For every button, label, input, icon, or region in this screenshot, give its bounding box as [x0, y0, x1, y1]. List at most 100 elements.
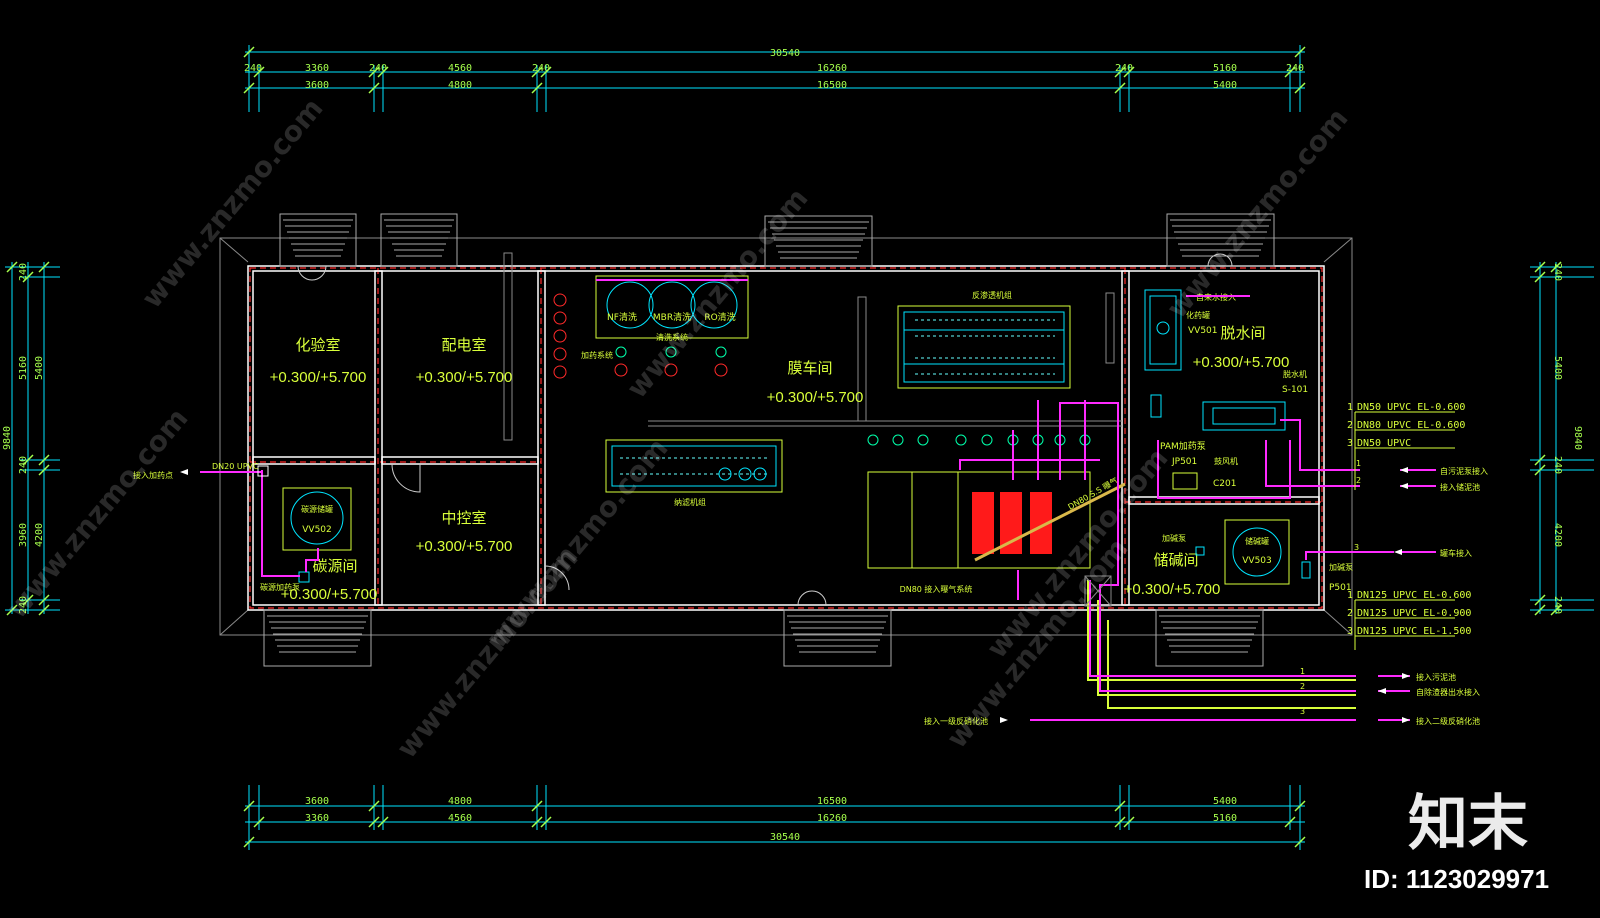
dim-top-r1-7: 5160 [1213, 63, 1237, 74]
ro-label: RO清洗 [704, 311, 735, 323]
dim-left-r1-1: 3960 [18, 523, 29, 547]
watermark-site-4: www.znzmo.com [0, 402, 194, 625]
blower-label: 鼓风机 [1214, 456, 1238, 466]
pipe-top-spec-0: DN50 UPVC EL-0.600 [1357, 402, 1465, 413]
room-storage-level: +0.300/+5.700 [1124, 581, 1221, 598]
out-target-1: 自除渣器出水接入 [1416, 687, 1480, 697]
dim-top-r2-0: 3600 [305, 80, 329, 91]
c201-tag: C201 [1213, 479, 1236, 489]
pipe-bot-spec-2: DN125 UPVC EL-1.500 [1357, 626, 1471, 637]
pipe-bot-spec-0: DN125 UPVC EL-0.600 [1357, 590, 1471, 601]
connect-dosing-point: 接入加药点 [133, 470, 173, 480]
pipe-bot-num-2: 3 [1347, 626, 1353, 637]
pipe-top-num-0: 1 [1347, 402, 1353, 413]
dim-left-r2-1: 4200 [34, 523, 45, 547]
storage-pump-label: 加碱泵 [1329, 562, 1353, 572]
cleaning-tanks: NF清洗 MBR清洗 RO清洗 清洗系统 [595, 275, 749, 342]
membrane-pumps [867, 434, 1091, 446]
dim-top-r1-8: 240 [1286, 63, 1304, 74]
out-target-0: 接入污泥池 [1416, 672, 1456, 682]
image-id: ID: 1123029971 [1364, 864, 1549, 894]
alkali-pump-label: 加碱泵 [1162, 533, 1186, 543]
dim-left-small-2: 240 [18, 596, 29, 614]
pipe-bot-spec-1: DN125 UPVC EL-0.900 [1357, 608, 1471, 619]
jp501-tag: JP501 [1171, 457, 1197, 467]
dn80-aeration-label: DN80 接入曝气系统 [900, 584, 973, 594]
dosing-system-label: 加药系统 [581, 350, 613, 360]
pipe-top-target-1: 接入储泥池 [1440, 482, 1480, 492]
nf-label: NF清洗 [607, 311, 637, 323]
p501-tag: P501 [1329, 583, 1352, 593]
pipe-bot-num-1: 2 [1347, 608, 1353, 619]
dewater-room-equipment: 化药罐 VV501 自来水接入 脱水机 S-101 PAM加药泵 JP501 鼓… [1144, 289, 1360, 499]
bottom-dimension-lines: 3600 4800 16500 5400 3360 4560 16260 516… [243, 785, 1306, 850]
vv502-tag: VV502 [302, 525, 332, 535]
vv502-title: 碳源储罐 [301, 504, 333, 514]
dim-right-small-2: 240 [1552, 596, 1563, 614]
dim-right-total: 9840 [1572, 426, 1583, 450]
pipe-top-num-2b: 2 [1356, 476, 1361, 485]
room-power-name: 配电室 [441, 336, 486, 354]
louver-top-1 [279, 213, 357, 267]
louver-top-4 [1166, 213, 1275, 267]
dim-bot-r2-0: 3360 [305, 813, 329, 824]
nf-unit-label: 纳滤机组 [674, 497, 706, 507]
room-storage-name: 储碱间 [1153, 551, 1198, 569]
out-target-2: 接入二级反硝化池 [1416, 716, 1480, 726]
ro-unit-label: 反渗透机组 [972, 290, 1012, 300]
dim-top-r2-1: 4800 [448, 80, 472, 91]
room-dewater-name: 脱水间 [1220, 324, 1265, 342]
out-num-0: 1 [1300, 667, 1305, 676]
room-lab-level: +0.300/+5.700 [270, 369, 367, 386]
nf-unit: 纳滤机组 [605, 439, 783, 507]
louver-bot-2 [783, 609, 892, 667]
mbr-label: MBR清洗 [653, 311, 691, 323]
logo-text: 知末 [1408, 789, 1528, 859]
dim-left-small-0: 240 [18, 263, 29, 281]
dn20-label: DN20 UPVC [212, 462, 259, 471]
room-membrane-name: 膜车间 [787, 359, 832, 377]
pipe-top-num-2: 3 [1347, 438, 1353, 449]
room-lab-name: 化验室 [295, 336, 340, 354]
watermark-site-1: www.znzmo.com [135, 92, 329, 315]
dim-right-r-0: 5400 [1552, 356, 1563, 380]
vv501-title: 化药罐 [1186, 310, 1210, 320]
dim-left-small-1: 240 [18, 456, 29, 474]
pipe-in-left: 接入一级反硝化池 [924, 716, 988, 726]
pipe-top-spec-1: DN80 UPVC EL-0.600 [1357, 420, 1465, 431]
room-control-level: +0.300/+5.700 [416, 538, 513, 555]
vv503-tag: VV503 [1242, 556, 1272, 566]
dim-bot-r2-1: 4560 [448, 813, 472, 824]
pipe-top-num-1: 2 [1347, 420, 1353, 431]
out-num-1: 2 [1300, 682, 1305, 691]
right-dimension-lines: 9840 5400 4200 240 240 240 [1530, 261, 1594, 616]
dim-left-total: 9840 [2, 426, 13, 450]
dim-left-r1-0: 5160 [18, 356, 29, 380]
pam-label: PAM加药泵 [1160, 441, 1206, 452]
pipe-mid-target: 罐车接入 [1440, 548, 1472, 558]
s101-tag: S-101 [1282, 385, 1308, 395]
louver-bot-3 [1155, 609, 1264, 667]
dim-right-small-1: 240 [1552, 456, 1563, 474]
pipe-mid-num: 3 [1354, 543, 1359, 552]
dim-top-r1-5: 16260 [817, 63, 847, 74]
louvers [263, 213, 1275, 667]
outgoing-pipes: 1 2 3 接入污泥池 自除渣器出水接入 接入二级反硝化池 接入一级反硝化池 [924, 575, 1480, 726]
room-membrane-level: +0.300/+5.700 [767, 389, 864, 406]
dim-top-r1-0: 240 [244, 63, 262, 74]
dim-top-r2-2: 16500 [817, 80, 847, 91]
vv501-tag: VV501 [1188, 326, 1218, 336]
watermark-site-7: www.znzmo.com [390, 542, 584, 765]
dim-bot-r1-0: 3600 [305, 796, 329, 807]
dim-top-r1-2: 240 [369, 63, 387, 74]
left-dimension-lines: 9840 5160 3960 5400 4200 240 240 240 [2, 261, 60, 616]
dim-top-r1-6: 240 [1115, 63, 1133, 74]
dim-bot-r1-2: 16500 [817, 796, 847, 807]
cleaning-system-label: 清洗系统 [656, 332, 688, 342]
storage-room-equipment: 储碱罐 VV503 加碱泵 加碱泵 P501 [1162, 519, 1394, 593]
pipe-top-num-1b: 1 [1356, 459, 1361, 468]
pipe-schedule-top: 1 DN50 UPVC EL-0.600 2 DN80 UPVC EL-0.60… [1347, 402, 1488, 558]
louver-top-3 [764, 215, 873, 267]
dim-right-small-0: 240 [1552, 263, 1563, 281]
